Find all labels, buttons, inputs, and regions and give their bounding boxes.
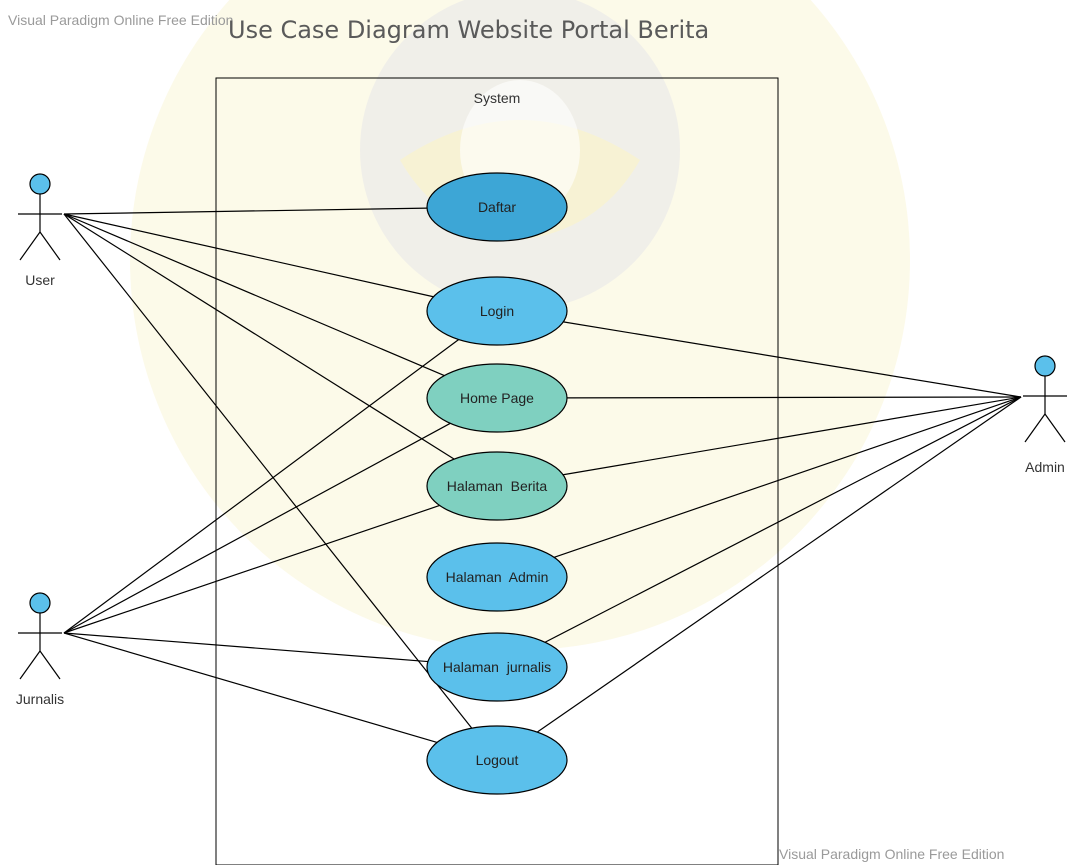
use-case-ellipse — [426, 542, 568, 612]
association-admin-homepage — [566, 396, 1022, 399]
association-admin-halaman_jurnalis — [544, 396, 1022, 643]
association-user-logout — [63, 213, 473, 729]
use-case-halaman-berita[interactable]: Halaman Berita — [426, 451, 568, 521]
actor-jurnalis[interactable]: Jurnalis — [16, 592, 64, 707]
use-case-ellipse — [426, 363, 568, 433]
actor-label: Admin — [1025, 459, 1065, 475]
association-admin-login — [563, 321, 1022, 398]
association-user-homepage — [63, 213, 445, 377]
actor-head-icon — [29, 173, 51, 195]
association-admin-halaman_admin — [553, 396, 1022, 558]
association-jurnalis-homepage — [63, 422, 451, 634]
actor-head-icon — [1034, 355, 1056, 377]
use-case-ellipse — [426, 725, 568, 795]
actor-label: User — [25, 272, 55, 288]
association-admin-halaman_berita — [562, 396, 1022, 476]
association-jurnalis-halaman_berita — [63, 504, 440, 634]
actor-leg-right — [39, 650, 61, 680]
association-user-halaman_berita — [63, 213, 455, 460]
use-case-ellipse — [426, 172, 568, 242]
use-case-halaman-admin[interactable]: Halaman Admin — [426, 542, 568, 612]
association-user-daftar — [63, 207, 428, 215]
actor-leg-right — [39, 231, 61, 261]
actor-user[interactable]: User — [18, 173, 62, 288]
actor-leg-left — [19, 650, 41, 680]
association-user-login — [63, 213, 434, 298]
use-case-login[interactable]: Login — [426, 276, 568, 346]
system-label: System — [474, 90, 521, 106]
association-jurnalis-logout — [63, 632, 438, 744]
actor-leg-left — [19, 231, 41, 261]
use-case-daftar[interactable]: Daftar — [426, 172, 568, 242]
actor-admin[interactable]: Admin — [1023, 355, 1067, 475]
use-case-ellipse — [426, 276, 568, 346]
use-case-label: Daftar — [478, 199, 516, 215]
watermark-bottom: Visual Paradigm Online Free Edition — [779, 846, 1005, 862]
system-boundary — [215, 77, 779, 865]
use-case-homepage[interactable]: Home Page — [426, 363, 568, 433]
use-case-ellipse — [426, 451, 568, 521]
use-case-label: Login — [480, 303, 514, 319]
associations — [63, 207, 1022, 744]
actor-label: Jurnalis — [16, 691, 64, 707]
use-case-halaman-jurnalis[interactable]: Halaman jurnalis — [426, 632, 568, 702]
use-case-ellipse — [426, 632, 568, 702]
use-case-label: Halaman Berita — [447, 478, 548, 494]
association-jurnalis-halaman_jurnalis — [63, 632, 428, 663]
use-case-logout[interactable]: Logout — [426, 725, 568, 795]
watermark-top: Visual Paradigm Online Free Edition — [8, 12, 234, 28]
association-jurnalis-login — [63, 338, 460, 634]
use-case-label: Halaman jurnalis — [443, 659, 551, 675]
actor-leg-left — [1024, 413, 1046, 443]
actor-head-icon — [29, 592, 51, 614]
actor-leg-right — [1044, 413, 1066, 443]
use-case-label: Logout — [476, 752, 519, 768]
diagram-title: Use Case Diagram Website Portal Berita — [228, 16, 710, 44]
association-admin-logout — [536, 396, 1022, 733]
use-case-label: Halaman Admin — [446, 569, 549, 585]
use-case-label: Home Page — [460, 390, 534, 406]
